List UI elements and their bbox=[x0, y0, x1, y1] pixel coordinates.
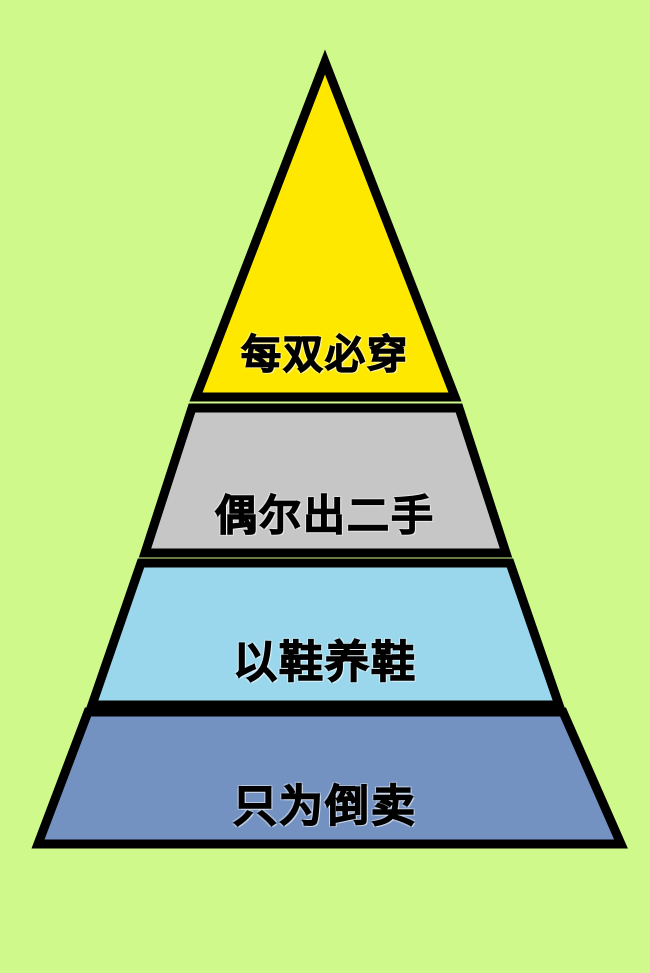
pyramid-tier-1-label: 每双必穿 bbox=[240, 331, 409, 378]
pyramid-tier-4-shape[interactable] bbox=[31, 707, 628, 849]
pyramid-tier-3-label: 以鞋养鞋 bbox=[232, 636, 417, 688]
pyramid-tier-2-shape[interactable] bbox=[138, 403, 513, 558]
pyramid-tier-1-shape[interactable] bbox=[189, 49, 462, 402]
pyramid-tier-2-label: 偶尔出二手 bbox=[214, 490, 435, 540]
pyramid-tier-4-label: 只为倒卖 bbox=[232, 780, 417, 832]
pyramid-tier-3-shape[interactable] bbox=[85, 558, 566, 710]
